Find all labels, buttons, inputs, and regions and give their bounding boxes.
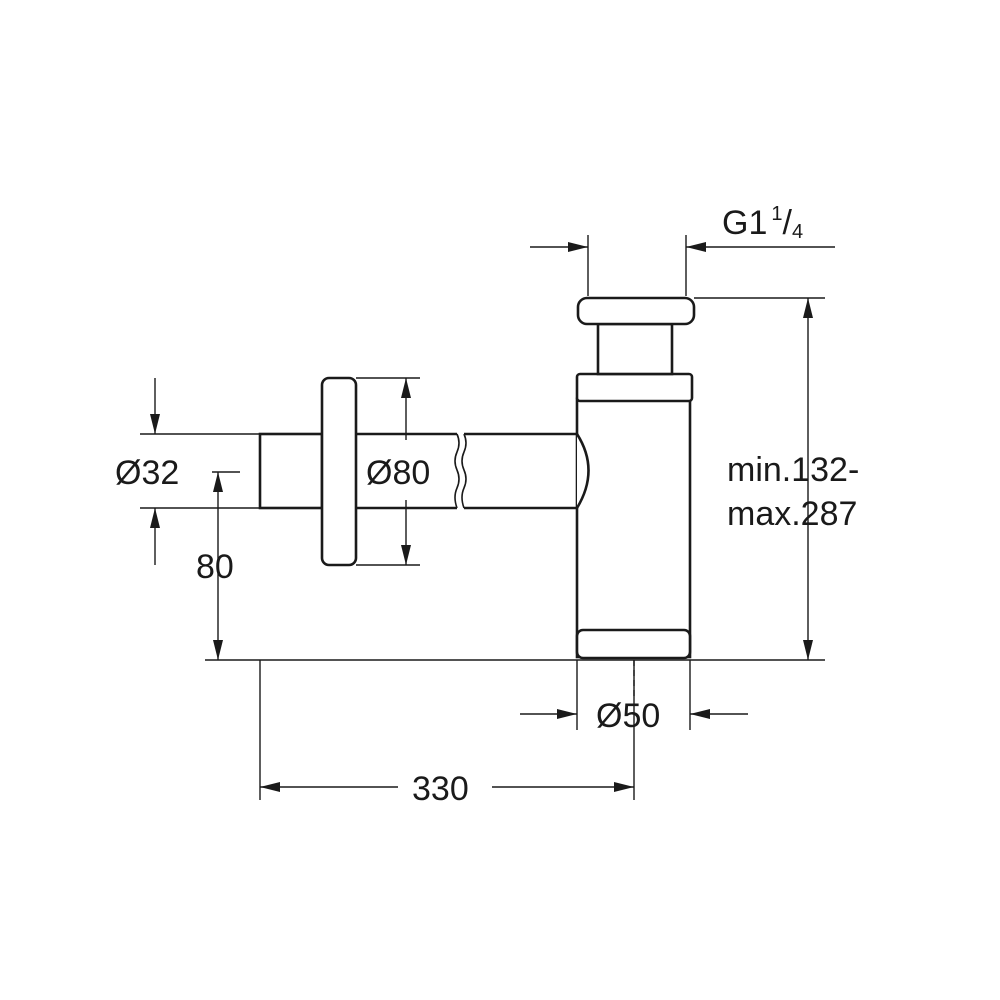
- thread-numerator: 1: [771, 203, 782, 225]
- union-nut: [575, 372, 694, 403]
- dimension-lines: [150, 242, 835, 792]
- thread-main: G1: [722, 204, 767, 242]
- tailpiece-tube: [596, 322, 674, 376]
- length-label: 330: [412, 770, 469, 808]
- thread-denominator: 4: [792, 221, 803, 243]
- offset-height-label: 80: [196, 548, 234, 586]
- inlet-pipe-end: [258, 432, 324, 510]
- pipe-break-marks: [454, 433, 467, 509]
- height-max-label: max.287: [727, 495, 857, 533]
- extension-lines: [140, 235, 825, 800]
- wall-rosette: [320, 376, 358, 567]
- siphon-body: [258, 296, 696, 700]
- rosette-diameter-label: Ø80: [366, 454, 430, 492]
- body-diameter-label: Ø50: [596, 697, 660, 735]
- thread-separator: /: [782, 204, 792, 242]
- siphon-cylinder: [575, 397, 692, 659]
- bottom-cap: [575, 628, 692, 660]
- inlet-diameter-label: Ø32: [115, 454, 179, 492]
- height-min-label: min.132-: [727, 451, 859, 489]
- pipe-junction-curve: [575, 433, 590, 509]
- top-flange: [576, 296, 696, 326]
- horizontal-pipe-right: [464, 432, 577, 510]
